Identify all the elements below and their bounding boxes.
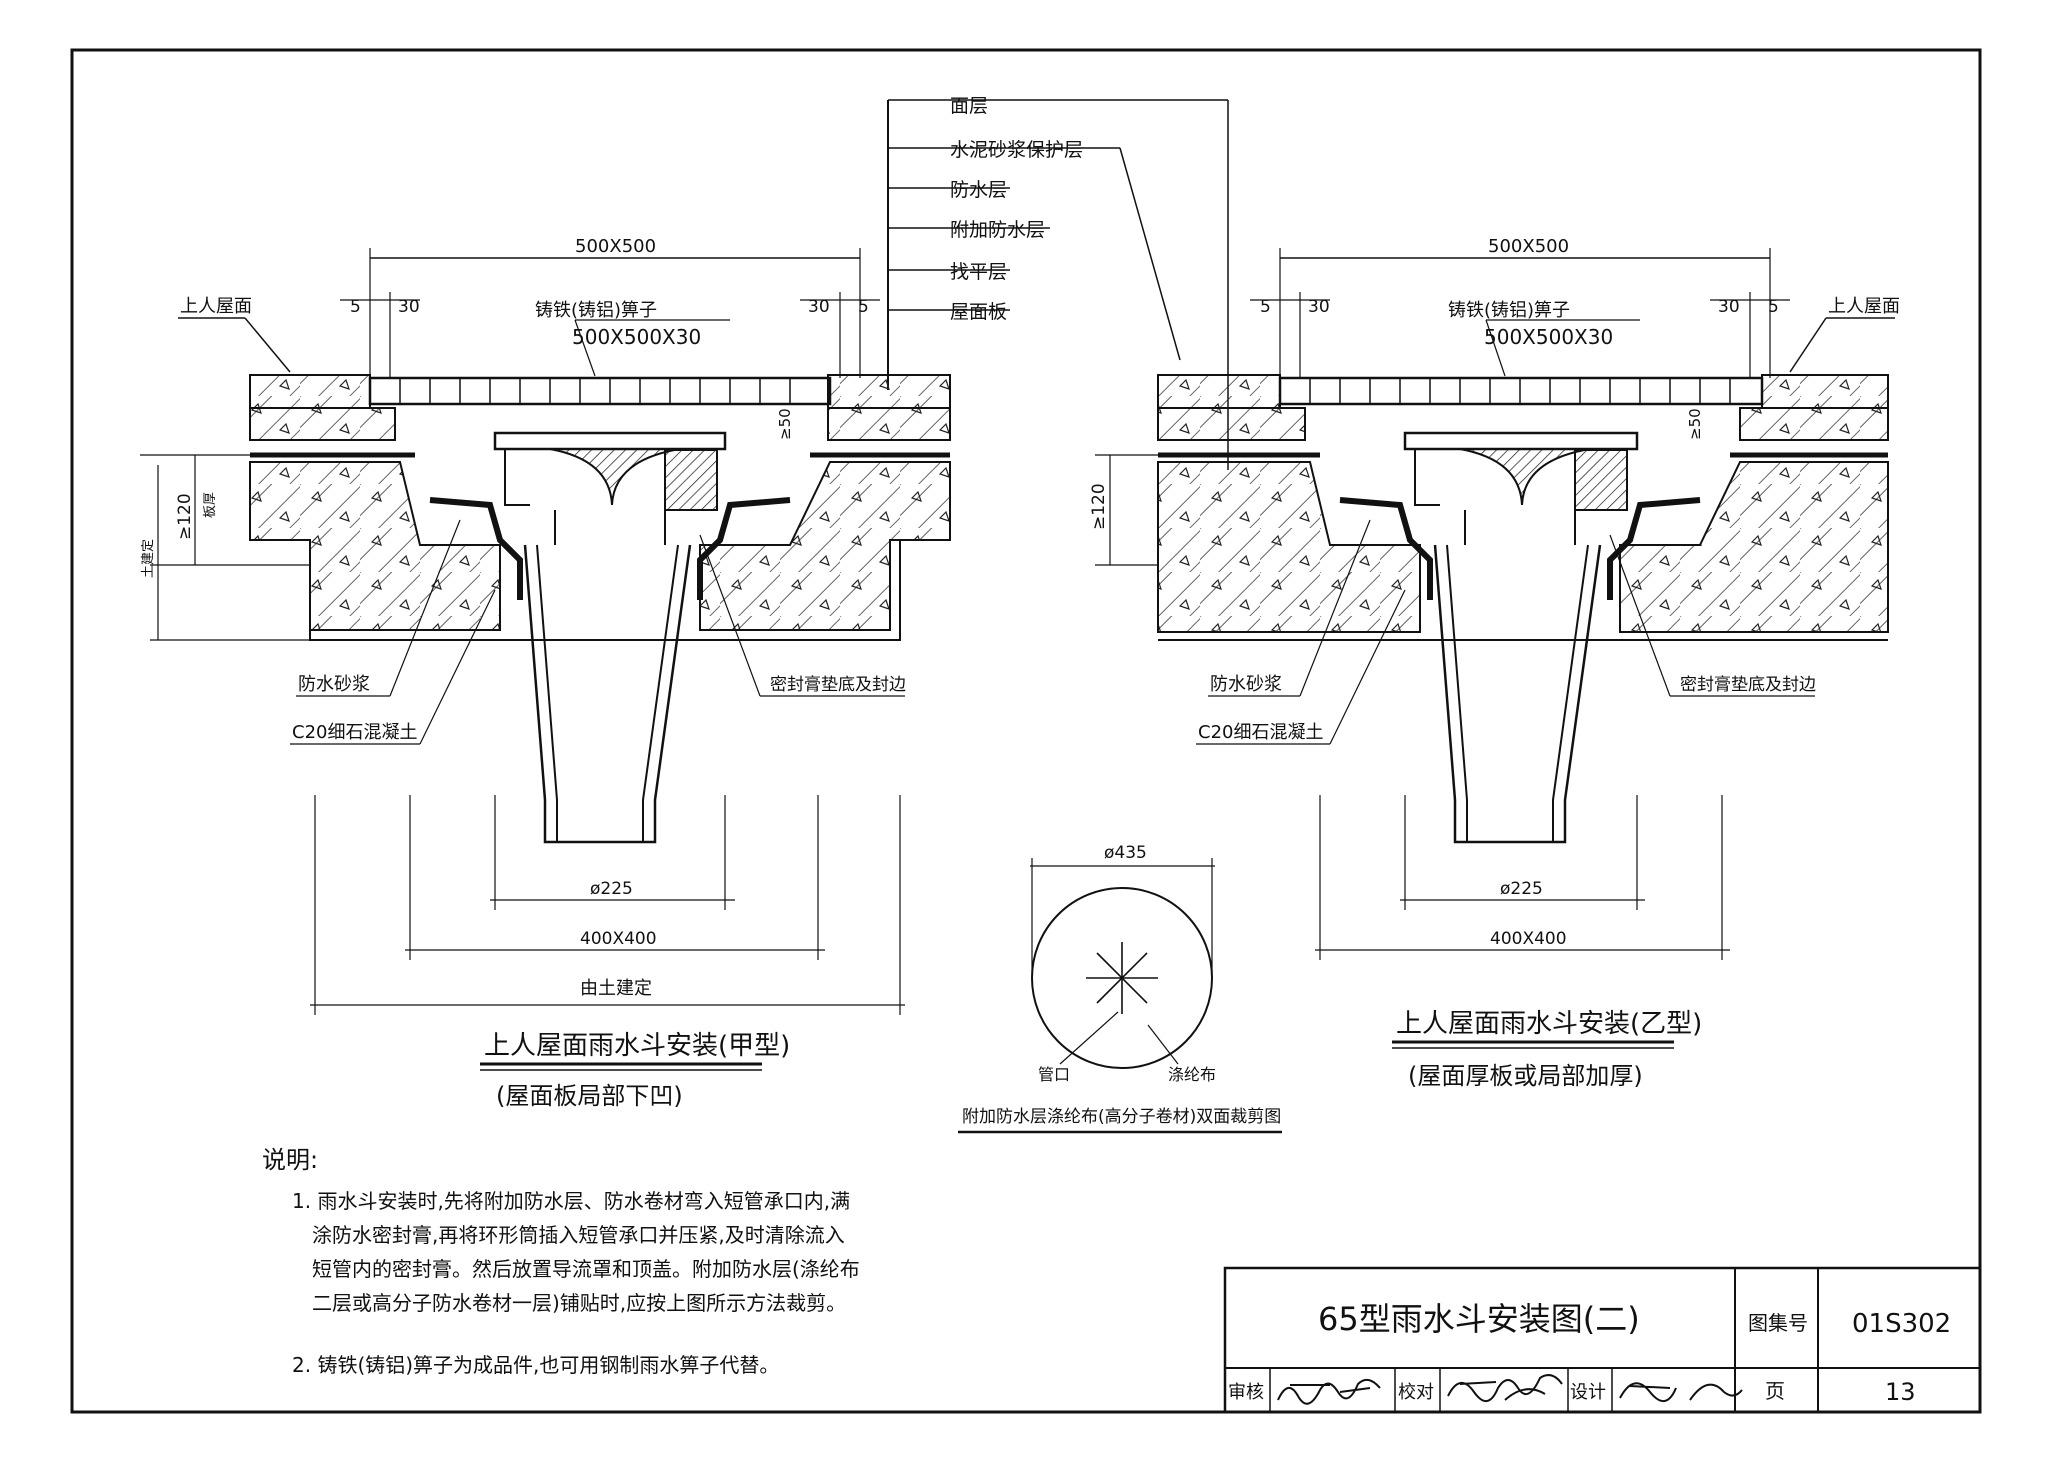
right-box-label: 400X400 xyxy=(1490,929,1567,949)
page-number: 13 xyxy=(1885,1378,1916,1406)
left-grate-label: 铸铁(铸铝)箅子 xyxy=(535,300,657,321)
left-dim-30b: 30 xyxy=(808,297,830,317)
right-concrete-label: C20细石混凝土 xyxy=(1198,722,1323,743)
right-mortar-label: 防水砂浆 xyxy=(1210,674,1282,695)
notes-heading: 说明: xyxy=(262,1146,318,1174)
right-view-subtitle: (屋面厚板或局部加厚) xyxy=(1408,1062,1643,1090)
layer-label-1: 面层 xyxy=(950,95,988,117)
note-1-line-1: 1. 雨水斗安装时,先将附加防水层、防水卷材弯入短管承口内,满 xyxy=(292,1189,850,1213)
cut-dia-label: ø435 xyxy=(1104,843,1147,863)
right-dim-120: ≥120 xyxy=(1089,483,1109,530)
drawing-title: 65型雨水斗安装图(二) xyxy=(1318,1300,1640,1338)
right-dim-30a: 30 xyxy=(1308,297,1330,317)
layer-label-3: 防水层 xyxy=(950,179,1007,201)
right-roof-label: 上人屋面 xyxy=(1828,296,1900,317)
layer-callout: 面层 水泥砂浆保护层 防水层 附加防水层 找平层 屋面板 xyxy=(887,95,1229,470)
note-1-line-2: 涂防水密封膏,再将环形筒插入短管承口并压紧,及时清除流入 xyxy=(312,1223,845,1247)
atlas-label: 图集号 xyxy=(1748,1311,1808,1335)
design-label: 设计 xyxy=(1570,1382,1606,1403)
right-view-title: 上人屋面雨水斗安装(乙型) xyxy=(1396,1009,1702,1039)
notes-block: 说明: 1. 雨水斗安装时,先将附加防水层、防水卷材弯入短管承口内,满 涂防水密… xyxy=(262,1146,860,1377)
right-dim-5b: 5 xyxy=(1768,297,1779,317)
right-dia-label: ø225 xyxy=(1500,879,1543,899)
left-dim-struct: 土建定 xyxy=(141,539,156,578)
note-2: 2. 铸铁(铸铝)箅子为成品件,也可用钢制雨水箅子代替。 xyxy=(292,1353,779,1377)
cut-cloth-label: 涤纶布 xyxy=(1168,1065,1216,1084)
layer-label-2: 水泥砂浆保护层 xyxy=(950,139,1083,161)
left-concrete-label: C20细石混凝土 xyxy=(292,722,417,743)
layer-label-6: 屋面板 xyxy=(950,301,1007,323)
sheet-border xyxy=(70,48,1982,1414)
left-grate-size: 500X500X30 xyxy=(572,325,701,349)
right-dim-50: ≥50 xyxy=(1686,408,1704,440)
right-dim-30b: 30 xyxy=(1718,297,1740,317)
left-roof-label: 上人屋面 xyxy=(180,296,252,317)
page-label: 页 xyxy=(1765,1379,1785,1403)
right-top-dim: 500X500 xyxy=(1488,236,1569,257)
reviewer-signature xyxy=(1277,1378,1381,1405)
left-dim-thick: 板厚 xyxy=(203,492,218,518)
right-section-view: 上人屋面 500X500 5 30 30 5 铸铁(铸铝)箅子 500X500X… xyxy=(1089,236,1900,1090)
right-grate-size: 500X500X30 xyxy=(1484,325,1613,349)
left-dim-120: ≥120 xyxy=(175,493,195,540)
note-1-line-3: 短管内的密封膏。然后放置导流罩和顶盖。附加防水层(涤纶布 xyxy=(312,1257,860,1281)
left-view-title: 上人屋面雨水斗安装(甲型) xyxy=(484,1031,790,1061)
title-block: 65型雨水斗安装图(二) 图集号 01S302 审核 校对 设计 页 13 xyxy=(1223,1266,1982,1414)
left-top-dim: 500X500 xyxy=(575,236,656,257)
left-box-label: 400X400 xyxy=(580,929,657,949)
note-1-line-4: 二层或高分子防水卷材一层)铺贴时,应按上图所示方法裁剪。 xyxy=(312,1291,846,1315)
cut-detail: ø435 管口 涤纶布 附加防水层涤纶布(高分子卷材)双面裁剪图 xyxy=(958,843,1282,1134)
cut-detail-caption: 附加防水层涤纶布(高分子卷材)双面裁剪图 xyxy=(962,1107,1281,1127)
review-label: 审核 xyxy=(1228,1382,1264,1403)
right-dim-5a: 5 xyxy=(1260,297,1271,317)
left-dim-50: ≥50 xyxy=(776,408,794,440)
left-struct-label: 由土建定 xyxy=(580,978,652,999)
layer-label-5: 找平层 xyxy=(950,261,1007,283)
left-sealant-label: 密封膏垫底及封边 xyxy=(770,674,906,695)
left-view-subtitle: (屋面板局部下凹) xyxy=(496,1082,683,1110)
left-dim-5a: 5 xyxy=(350,297,361,317)
left-mortar-label: 防水砂浆 xyxy=(298,674,370,695)
atlas-number: 01S302 xyxy=(1852,1309,1951,1339)
right-sealant-label: 密封膏垫底及封边 xyxy=(1680,674,1816,695)
cut-mouth-label: 管口 xyxy=(1038,1065,1070,1084)
left-dia-label: ø225 xyxy=(590,879,633,899)
right-grate-label: 铸铁(铸铝)箅子 xyxy=(1448,300,1570,321)
checker-signature xyxy=(1447,1374,1563,1402)
left-section-view: 上人屋面 500X500 5 30 30 5 铸铁(铸铝)箅子 500X500X… xyxy=(140,236,951,1110)
left-dim-5b: 5 xyxy=(858,297,869,317)
left-dim-30a: 30 xyxy=(398,297,420,317)
designer-signature xyxy=(1619,1382,1743,1402)
check-label: 校对 xyxy=(1398,1382,1434,1403)
layer-label-4: 附加防水层 xyxy=(950,219,1045,241)
